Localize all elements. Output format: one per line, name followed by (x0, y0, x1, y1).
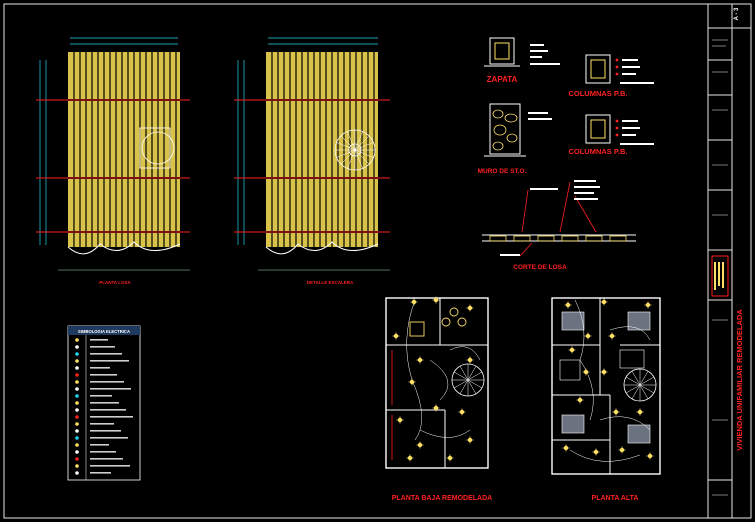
legend-symbol (75, 338, 79, 342)
slab-block (513, 235, 531, 242)
legend-symbol (75, 394, 79, 398)
slab-plan-2-title: DETALLE ESCALERA (307, 280, 354, 285)
stair-step (354, 149, 370, 165)
stair-step (639, 376, 654, 386)
slab-block (561, 235, 579, 242)
legend-text-line (90, 430, 121, 432)
masonry-wall-title: MURO DE ST.O. (478, 168, 527, 175)
legend-symbol (75, 408, 79, 412)
legend-symbol (75, 436, 79, 440)
slab-block (537, 235, 555, 242)
legend-symbol (75, 373, 79, 377)
footing-detail-title: ZAPATA (487, 75, 518, 84)
legend-symbol (75, 366, 79, 370)
stair-step (639, 371, 649, 386)
legend-text-line (90, 395, 112, 397)
slab-plan-2: DETALLE ESCALERA (234, 37, 390, 285)
stair-step (626, 376, 641, 386)
slab-plan-1: PLANTA LOSA (36, 37, 190, 285)
masonry-wall-detail: MURO DE ST.O. (478, 103, 552, 175)
slab-block (489, 235, 507, 242)
legend-text-line (90, 353, 122, 355)
stair-step (459, 366, 469, 381)
legend-symbol (75, 380, 79, 384)
column-detail-2-title: COLUMNAS P.B. (568, 147, 627, 156)
legend-symbol (75, 443, 79, 447)
legend-text-line (90, 409, 126, 411)
legend-text-line (90, 388, 131, 390)
legend-symbol (75, 464, 79, 468)
stair-step (626, 384, 641, 394)
legend-text-line (90, 465, 130, 467)
stair-step (347, 131, 356, 151)
slab-block (585, 235, 603, 242)
stair-step (454, 371, 469, 381)
stair-step (336, 149, 356, 158)
legend-text-line (90, 423, 114, 425)
upper-floor-title: PLANTA ALTA (592, 495, 639, 502)
legend-text-line (90, 367, 110, 369)
stair-step (354, 135, 370, 151)
stair-step (354, 131, 363, 151)
column-detail-2: COLUMNAS P.B. (568, 114, 654, 156)
legend-symbol (75, 422, 79, 426)
legend-symbol (75, 429, 79, 433)
slab-block (609, 235, 627, 242)
title-block: A - 3 VIVIENDA UNIFAMILIAR REMODELADA (707, 4, 751, 518)
legend-text-line (90, 381, 124, 383)
stair-step (459, 379, 469, 394)
column-detail-1-title: COLUMNAS P.B. (568, 89, 627, 98)
legend-text-line (90, 416, 133, 418)
stair-step (340, 149, 356, 165)
electrical-legend: SIMBOLOGIA ELECTRICA (67, 325, 141, 481)
legend-symbol (75, 352, 79, 356)
legend-symbol (75, 359, 79, 363)
ground-floor-plan: PLANTA BAJA REMODELADA (385, 296, 492, 502)
title-block-project-title: VIVIENDA UNIFAMILIAR REMODELADA (735, 309, 744, 451)
legend-text-line (90, 374, 117, 376)
stair-step (639, 384, 649, 399)
slab-section-title: CORTE DE LOSA (513, 264, 567, 271)
stair-step (467, 371, 482, 381)
legend-symbol (75, 415, 79, 419)
stair-step (340, 135, 356, 151)
sheet-scale-label: A - 3 (734, 7, 740, 20)
legend-text-line (90, 339, 108, 341)
legend-text-line (90, 458, 123, 460)
slab-plan-1-title: PLANTA LOSA (99, 280, 131, 285)
legend-text-line (90, 472, 111, 474)
stair-step (347, 149, 356, 169)
column-detail-1: COLUMNAS P.B. (568, 54, 654, 98)
stair-step (467, 379, 477, 394)
stair-step (631, 384, 641, 399)
legend-symbol (75, 345, 79, 349)
legend-symbol (75, 450, 79, 454)
footing-detail: ZAPATA (484, 37, 560, 84)
legend-text-line (90, 360, 129, 362)
legend-text-line (90, 444, 109, 446)
slab-section-detail: CORTE DE LOSA (482, 180, 636, 271)
drawing-frame (3, 3, 752, 519)
ground-floor-title: PLANTA BAJA REMODELADA (392, 495, 492, 502)
stair-step (354, 142, 374, 151)
upper-floor-plan: PLANTA ALTA (551, 297, 661, 502)
stair-step (336, 142, 356, 151)
legend-symbol (75, 471, 79, 475)
legend-text-line (90, 451, 116, 453)
legend-text-line (90, 402, 119, 404)
legend-text-line (90, 437, 128, 439)
stair-step (467, 379, 482, 389)
stair-step (467, 366, 477, 381)
stair-step (631, 371, 641, 386)
legend-text-line (90, 346, 115, 348)
legend-symbol (75, 401, 79, 405)
legend-symbol (75, 387, 79, 391)
stair-step (354, 149, 363, 169)
stair-step (454, 379, 469, 389)
legend-symbol (75, 457, 79, 461)
stair-step (354, 149, 374, 158)
legend-title: SIMBOLOGIA ELECTRICA (78, 329, 130, 334)
stair-step (639, 384, 654, 394)
